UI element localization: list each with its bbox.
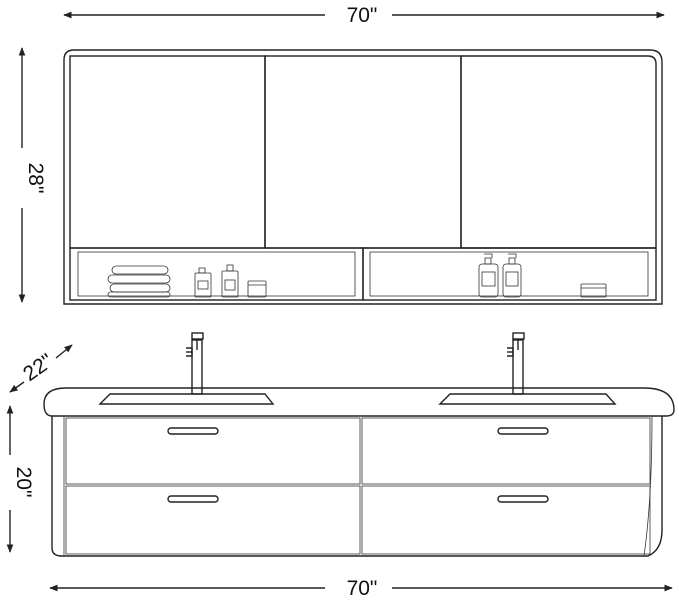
perfume-bottle-icon [221, 264, 239, 298]
lotion-dispenser-icon [502, 253, 522, 298]
vanity-depth-dimension: 22" [9, 344, 73, 393]
cabinet-height-label: 28" [24, 163, 47, 194]
bottom-width-label: 70" [347, 577, 378, 600]
vanity-depth-label: 22" [19, 349, 57, 386]
top-width-dimension: 70" [63, 4, 665, 27]
faucet-left-icon [186, 332, 204, 395]
cabinet-height-dimension: 28" [18, 47, 47, 303]
sink-right [438, 393, 617, 405]
vanity-height-label: 20" [12, 467, 35, 498]
drawer-top-left[interactable] [65, 417, 361, 485]
vanity-countertop [43, 387, 675, 417]
towel-stack-icon [107, 265, 171, 298]
drawer-handle[interactable] [497, 495, 549, 503]
drawer-handle[interactable] [167, 427, 219, 435]
bottom-width-dimension: 70" [49, 577, 673, 600]
sink-left [98, 393, 275, 405]
drawer-top-right[interactable] [361, 417, 651, 485]
toiletry-bottle-icon [194, 267, 212, 298]
faucet-right-icon [507, 332, 525, 395]
cabinet-door-right [460, 55, 657, 249]
mirror-cabinet [63, 49, 663, 305]
top-width-label: 70" [347, 4, 378, 27]
vanity-base [51, 415, 663, 557]
drawer-bottom-right[interactable] [361, 485, 651, 555]
open-shelf-right [362, 247, 657, 301]
cream-jar-icon [247, 280, 267, 298]
drawer-handle[interactable] [497, 427, 549, 435]
vanity-height-dimension: 20" [6, 405, 35, 553]
cabinet-door-center [264, 55, 462, 249]
soap-dispenser-icon [478, 253, 499, 298]
drawer-handle[interactable] [167, 495, 219, 503]
drawer-bottom-left[interactable] [65, 485, 361, 555]
soap-dish-icon [580, 283, 607, 298]
cabinet-door-left [69, 55, 266, 249]
